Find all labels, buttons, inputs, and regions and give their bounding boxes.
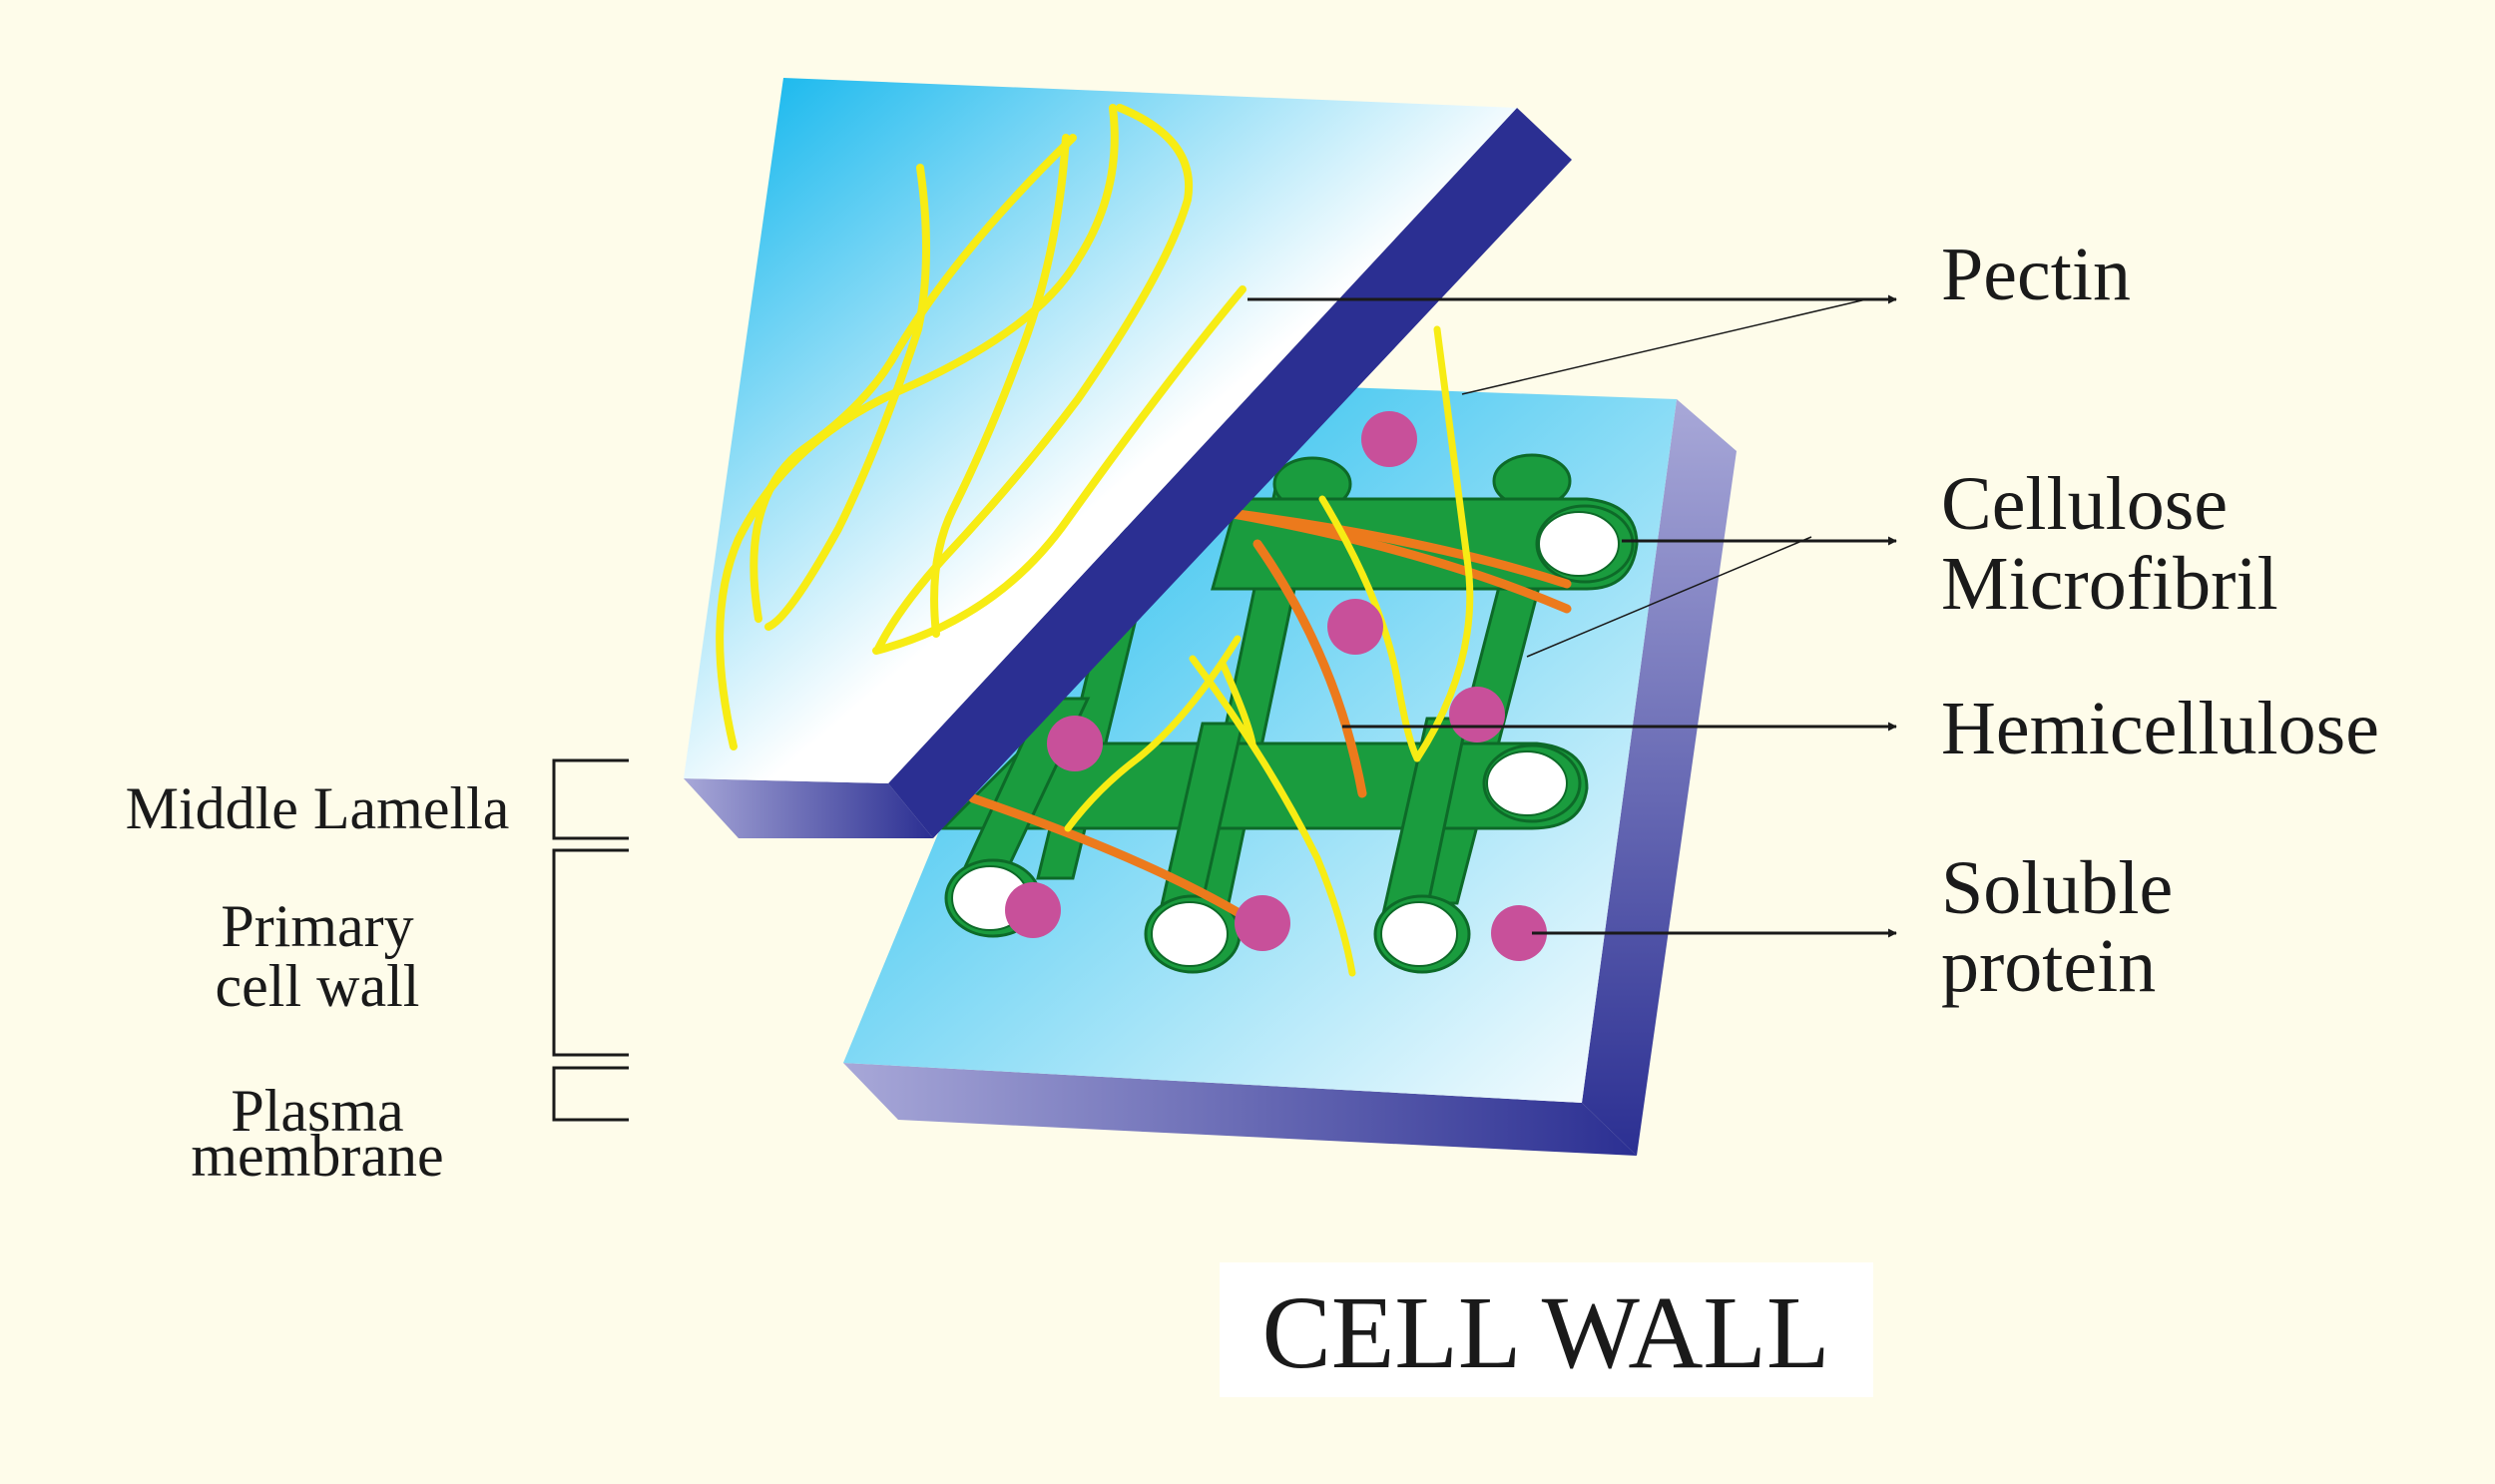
microfibril-cross-section bbox=[1380, 901, 1458, 967]
soluble-proteins bbox=[1005, 411, 1547, 961]
middle-lamella-label: Middle Lamella bbox=[126, 775, 510, 841]
soluble-protein bbox=[1327, 599, 1383, 655]
lower-slab-right-side bbox=[1582, 399, 1737, 1156]
soluble-protein-label-line1: Soluble bbox=[1941, 846, 2173, 930]
upper-slab-edge bbox=[888, 108, 1572, 838]
pectin-strand bbox=[764, 164, 931, 631]
upper-slab-face bbox=[684, 78, 1517, 783]
pectin-strand bbox=[872, 285, 1247, 655]
pectin-strand bbox=[874, 104, 1194, 653]
soluble-protein bbox=[1235, 895, 1290, 951]
hemicellulose-strand bbox=[968, 793, 1252, 923]
cellulose-leader bbox=[1526, 536, 1812, 658]
pectin-strands-upper bbox=[716, 104, 1247, 750]
layer-brackets bbox=[552, 758, 629, 1122]
leader-lines bbox=[1248, 294, 1897, 938]
pectin-strand bbox=[930, 134, 1070, 638]
plasma-membrane-label-line1: Plasma bbox=[231, 1078, 403, 1144]
soluble-protein bbox=[1491, 905, 1547, 961]
primary-wall-label-line2: cell wall bbox=[216, 953, 420, 1019]
microfibril-cross-section bbox=[1538, 511, 1620, 577]
primary-wall-label-line1: Primary bbox=[221, 893, 413, 959]
hemicellulose-label: Hemicellulose bbox=[1941, 687, 2379, 770]
hemicellulose-strand bbox=[1228, 509, 1572, 614]
middle-lamella-bracket bbox=[552, 758, 629, 840]
pectin-leader bbox=[1461, 298, 1867, 395]
pectin-strand bbox=[716, 104, 1119, 750]
soluble-protein bbox=[1449, 687, 1505, 742]
pectin-label: Pectin bbox=[1941, 233, 2131, 316]
soluble-protein-label-line2: protein bbox=[1941, 924, 2156, 1008]
diagram-title: CELL WALL bbox=[1261, 1275, 1829, 1390]
primary-wall-bracket bbox=[552, 848, 629, 1057]
pectin-strand bbox=[1189, 655, 1356, 977]
cellulose-label-line1: Cellulose bbox=[1941, 462, 2228, 546]
cellulose-label-line2: Microfibril bbox=[1941, 542, 2278, 626]
title-box bbox=[1220, 1262, 1873, 1397]
upper-wall-slab bbox=[684, 78, 1572, 838]
upper-slab-bottom-side bbox=[684, 778, 933, 838]
soluble-protein bbox=[1361, 411, 1417, 467]
microfibril-cross-section bbox=[1486, 750, 1568, 816]
pectin-strands-lower bbox=[1064, 325, 1474, 977]
pectin-strand bbox=[749, 134, 1077, 623]
soluble-protein bbox=[1047, 716, 1103, 771]
pectin-strand bbox=[1064, 635, 1242, 832]
hemicellulose-strand bbox=[1252, 539, 1367, 798]
pectin-strand bbox=[1219, 660, 1256, 747]
cellulose-microfibril-mesh bbox=[939, 453, 1639, 974]
lower-slab-bottom-side bbox=[843, 1063, 1637, 1156]
pectin-strand bbox=[1318, 495, 1421, 762]
soluble-protein bbox=[1005, 882, 1061, 938]
plasma-membrane-bracket bbox=[552, 1066, 629, 1122]
plasma-membrane-label-line2: membrane bbox=[191, 1123, 443, 1189]
pectin-strand bbox=[1413, 325, 1474, 762]
microfibril-cross-section bbox=[1151, 901, 1229, 967]
hemicellulose-strands bbox=[968, 509, 1572, 923]
